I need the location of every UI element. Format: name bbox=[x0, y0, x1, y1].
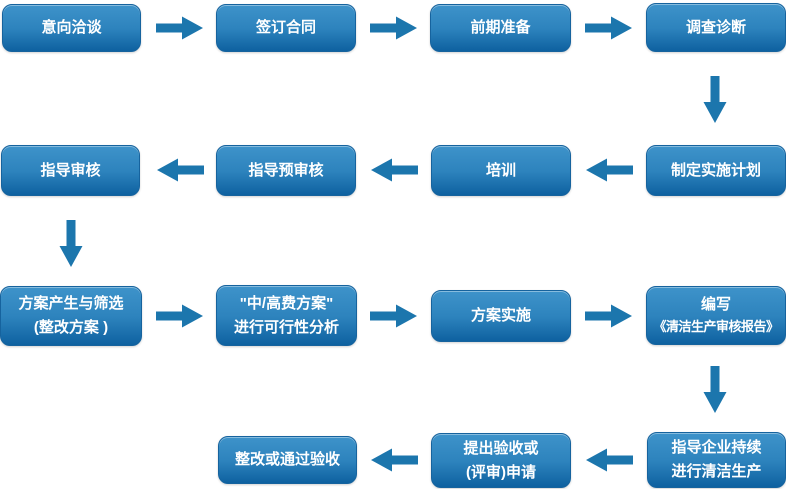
flow-node-intent-discussion: 意向洽谈 bbox=[2, 4, 141, 52]
flow-node-guided-pre-audit: 指导预审核 bbox=[216, 145, 356, 196]
arrow-right-icon bbox=[370, 304, 417, 328]
node-label: 提出验收或 bbox=[463, 439, 539, 457]
flow-node-scheme-implementation: 方案实施 bbox=[431, 290, 571, 342]
node-label: (评审)申请 bbox=[466, 463, 536, 481]
node-label: 制定实施计划 bbox=[670, 161, 761, 179]
flow-node-apply-for-acceptance: 提出验收或 (评审)申请 bbox=[431, 433, 571, 488]
flow-node-formulate-implementation-plan: 制定实施计划 bbox=[646, 145, 786, 196]
node-label: 整改或通过验收 bbox=[234, 451, 340, 469]
node-label: 签订合同 bbox=[255, 19, 316, 37]
node-label: (整改方案 ) bbox=[33, 319, 109, 336]
node-label: 前期准备 bbox=[470, 19, 531, 37]
node-label: 指导预审核 bbox=[248, 161, 324, 179]
flow-node-investigation-diagnosis: 调查诊断 bbox=[646, 3, 786, 52]
node-label: 方案实施 bbox=[470, 307, 531, 325]
arrow-down-icon bbox=[703, 366, 727, 413]
flow-node-rectify-or-pass-acceptance: 整改或通过验收 bbox=[218, 436, 357, 484]
flow-node-sign-contract: 签订合同 bbox=[216, 4, 356, 52]
arrow-left-icon bbox=[586, 448, 633, 472]
arrow-left-icon bbox=[371, 158, 418, 182]
node-label: 进行可行性分析 bbox=[233, 318, 339, 336]
arrow-down-icon bbox=[59, 220, 83, 267]
node-label: 调查诊断 bbox=[685, 18, 746, 36]
node-label: 编写 bbox=[700, 296, 731, 314]
flow-node-training: 培训 bbox=[431, 145, 571, 196]
flow-node-guide-continuous-cleaner-production: 指导企业持续 进行清洁生产 bbox=[647, 432, 786, 488]
node-label: 意向洽谈 bbox=[41, 19, 102, 37]
arrow-right-icon bbox=[156, 16, 203, 40]
node-label: 指导企业持续 bbox=[671, 439, 762, 457]
flow-node-scheme-generation-screening: 方案产生与筛选 (整改方案 ) bbox=[0, 286, 142, 346]
arrow-down-icon bbox=[703, 76, 727, 123]
flow-node-guided-audit: 指导审核 bbox=[1, 145, 140, 196]
node-label: 《清洁生产审核报告》 bbox=[653, 318, 779, 334]
flow-node-feasibility-analysis: "中/高费方案" 进行可行性分析 bbox=[216, 285, 357, 346]
flow-node-preliminary-preparation: 前期准备 bbox=[430, 4, 571, 52]
node-label: 方案产生与筛选 bbox=[18, 295, 124, 313]
arrow-right-icon bbox=[370, 16, 417, 40]
arrow-left-icon bbox=[586, 158, 633, 182]
flow-node-write-audit-report: 编写 《清洁生产审核报告》 bbox=[646, 286, 786, 345]
node-label: 指导审核 bbox=[40, 161, 101, 179]
arrow-right-icon bbox=[156, 304, 203, 328]
arrow-right-icon bbox=[585, 16, 632, 40]
arrow-left-icon bbox=[157, 158, 204, 182]
node-label: "中/高费方案" bbox=[239, 294, 334, 312]
arrow-left-icon bbox=[371, 448, 418, 472]
node-label: 培训 bbox=[485, 161, 516, 179]
node-label: 进行清洁生产 bbox=[671, 463, 762, 480]
arrow-right-icon bbox=[585, 304, 632, 328]
